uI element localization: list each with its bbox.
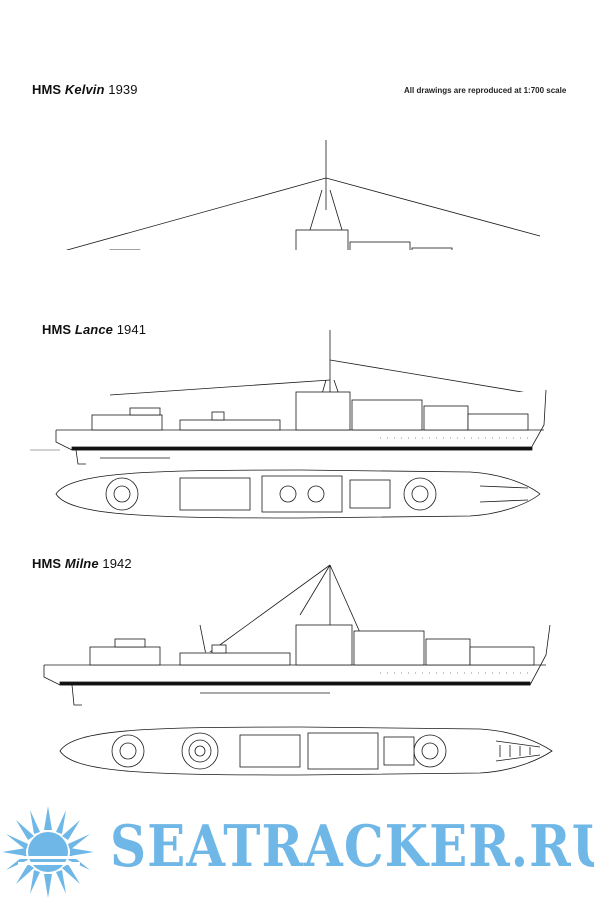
seatracker-sun-logo [2,806,94,898]
profile-drawing-milne [43,564,553,776]
ship-prefix: HMS [32,556,62,571]
ship-name: Milne [64,556,99,571]
scale-note: All drawings are reproduced at 1:700 sca… [404,86,567,95]
ship-prefix: HMS [42,322,72,337]
ship-label-kelvin: HMS Kelvin 1939 [32,82,138,97]
ship-year: 1939 [108,82,138,97]
ship-year: 1941 [116,322,147,337]
ship-name: Lance [74,322,113,337]
ship-name: Kelvin [64,82,105,97]
ship-label-lance: HMS Lance 1941 [42,322,146,337]
profile-drawing-kelvin [65,140,541,250]
watermark-text: SEATRACKER.RU [110,812,594,880]
ship-label-milne: HMS Milne 1942 [32,556,132,571]
profile-drawing-lance [30,330,547,519]
ship-year: 1942 [102,556,132,571]
ship-prefix: HMS [32,82,62,97]
